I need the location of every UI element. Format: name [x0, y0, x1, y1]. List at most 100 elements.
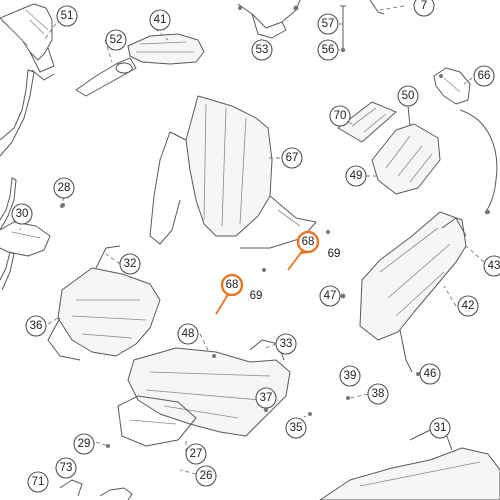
callout-73: 73 [55, 457, 77, 479]
callout-52: 52 [105, 29, 127, 51]
callout-53: 53 [251, 39, 273, 61]
callout-number: 36 [30, 320, 43, 332]
part-30-bracket [0, 221, 51, 257]
part-32-housing [47, 204, 161, 361]
callout-number: 70 [334, 110, 347, 122]
callout-circle [329, 105, 351, 127]
callout-68: 68 [220, 273, 244, 297]
callout-47: 47 [319, 285, 341, 307]
callout-71: 71 [27, 471, 49, 493]
callout-number: 42 [462, 300, 475, 312]
callout-number: 27 [190, 448, 203, 460]
part-66-bracket [433, 67, 471, 105]
callout-number: 73 [60, 462, 73, 474]
left-frame-rail [0, 69, 35, 291]
callout-51: 51 [56, 5, 78, 27]
part-67-windscreen [149, 95, 317, 249]
callout-46: 46 [419, 363, 441, 385]
part-53-bracket [237, 0, 301, 39]
callout-circle [11, 203, 33, 225]
callout-circle [281, 147, 303, 169]
callout-number: 52 [110, 34, 123, 46]
callout-circle [251, 39, 273, 61]
callout-circle [457, 295, 479, 317]
callout-69: 69 [250, 290, 263, 302]
callout-circle [473, 65, 495, 87]
callout-50: 50 [397, 85, 419, 107]
callout-circle [56, 5, 78, 27]
callout-number: 49 [350, 170, 363, 182]
callout-68: 68 [296, 230, 320, 254]
callout-43: 43 [483, 255, 500, 277]
callout-circle [195, 465, 217, 487]
callout-number: 39 [344, 370, 357, 382]
callout-number: 38 [372, 388, 385, 400]
callout-circle [397, 85, 419, 107]
part-42-frame [340, 211, 467, 373]
part-48-assembly [117, 339, 312, 447]
callout-41: 41 [149, 9, 171, 31]
callout-29: 29 [73, 433, 95, 455]
callout-number: 33 [280, 338, 293, 350]
callout-number: 71 [32, 476, 45, 488]
callout-number: 31 [434, 422, 447, 434]
callout-circle [413, 0, 435, 17]
callout-circle [220, 273, 244, 297]
callout-circle [27, 471, 49, 493]
callout-number: 7 [421, 0, 427, 12]
callout-circle [419, 363, 441, 385]
callout-number: 69 [250, 290, 263, 302]
callout-66: 66 [473, 65, 495, 87]
callout-number: 48 [182, 328, 195, 340]
callout-circle [185, 443, 207, 465]
part-31-bracket [319, 429, 500, 500]
callout-31: 31 [429, 417, 451, 439]
callout-33: 33 [275, 333, 297, 355]
callout-32: 32 [119, 253, 141, 275]
callout-circle [367, 383, 389, 405]
callout-number: 57 [322, 18, 335, 30]
callout-circle [339, 365, 361, 387]
callout-30: 30 [11, 203, 33, 225]
callout-42: 42 [457, 295, 479, 317]
callout-number: 37 [260, 392, 273, 404]
callout-circle [119, 253, 141, 275]
part-51-bracket [0, 3, 55, 81]
bolts-56-57 [340, 0, 385, 53]
callout-number: 50 [402, 90, 415, 102]
bottom-small-parts [59, 444, 133, 500]
callout-number: 32 [124, 258, 137, 270]
callout-48: 48 [177, 323, 199, 345]
part-70-module [337, 101, 397, 143]
callout-number: 35 [290, 422, 303, 434]
callout-circle [345, 165, 367, 187]
callout-number: 28 [58, 182, 71, 194]
callout-57: 57 [317, 13, 339, 35]
callout-circle [53, 177, 75, 199]
callout-circle [25, 315, 47, 337]
callout-circle [177, 323, 199, 345]
callout-36: 36 [25, 315, 47, 337]
callout-27: 27 [185, 443, 207, 465]
callout-67: 67 [281, 147, 303, 169]
callout-circle [285, 417, 307, 439]
callout-number: 43 [488, 260, 500, 272]
callout-circle [55, 457, 77, 479]
callout-circle [296, 230, 320, 254]
callout-circle [429, 417, 451, 439]
right-cable [459, 109, 498, 215]
callout-37: 37 [255, 387, 277, 409]
callout-39: 39 [339, 365, 361, 387]
callout-circle [105, 29, 127, 51]
callout-number: 30 [16, 208, 29, 220]
callout-number: 46 [424, 368, 437, 380]
callout-circle [319, 285, 341, 307]
callout-7: 7 [413, 0, 435, 17]
callout-number: 56 [322, 44, 335, 56]
part-52-mirror-stem [75, 57, 137, 97]
callout-38: 38 [367, 383, 389, 405]
callout-28: 28 [53, 177, 75, 199]
callout-35: 35 [285, 417, 307, 439]
